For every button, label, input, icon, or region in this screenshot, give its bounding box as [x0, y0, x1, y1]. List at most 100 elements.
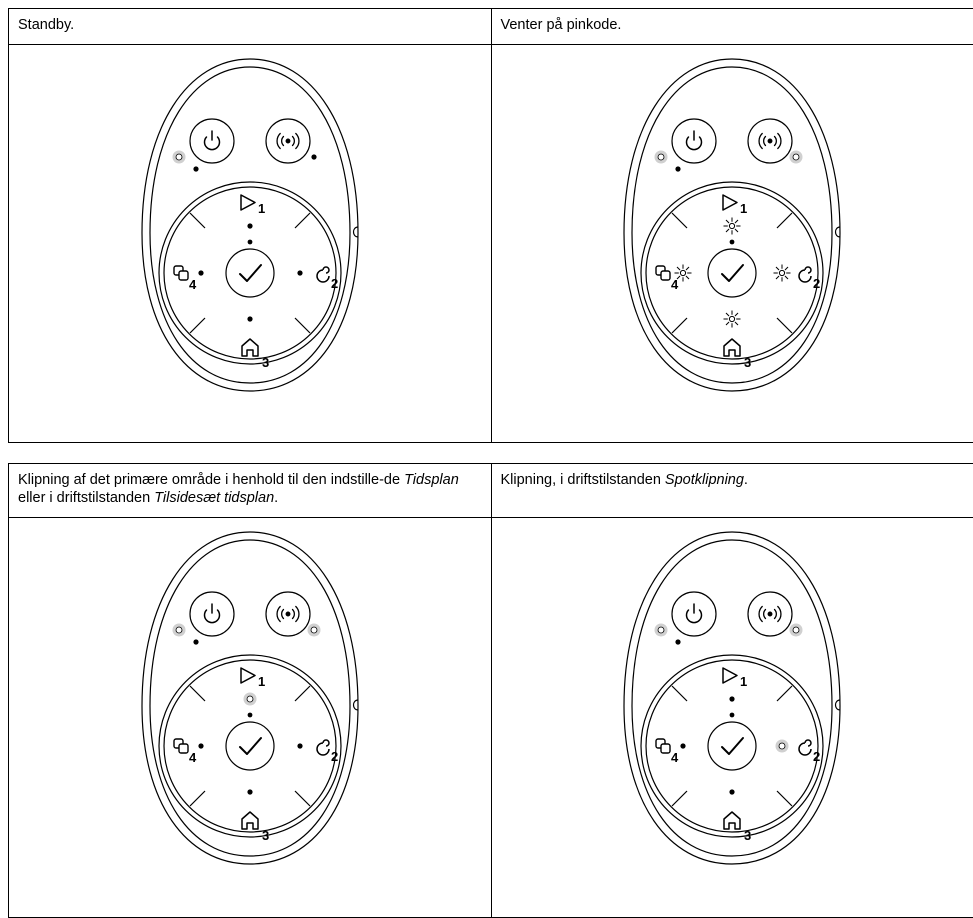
keypad-dividers	[189, 212, 311, 334]
mode4-led	[198, 270, 204, 276]
connect-led	[307, 623, 321, 637]
caption-text: .	[743, 472, 748, 488]
keypad-inner-ring	[645, 186, 819, 360]
wireless-icon	[758, 605, 782, 623]
button-number-mode2: 2	[331, 276, 338, 291]
led-lit	[792, 626, 800, 634]
power-indicator-dot	[675, 639, 681, 645]
start-led	[243, 692, 257, 706]
caption-text: .	[274, 490, 279, 506]
keypad-outer-ring	[640, 181, 824, 365]
caption-text: Standby.	[18, 17, 75, 33]
home-led	[729, 789, 735, 795]
side-notch	[835, 226, 841, 238]
caption-emphasis: Spotklipning	[664, 472, 744, 488]
start-led	[723, 217, 741, 235]
start-led	[729, 696, 735, 702]
side-notch	[352, 226, 358, 238]
connect-button	[747, 118, 793, 164]
power-led	[654, 150, 668, 164]
keypad-outer-ring	[158, 654, 342, 838]
caption-emphasis: Tidsplan	[404, 472, 459, 488]
housing-outline	[623, 58, 841, 392]
spiral-icon	[798, 266, 812, 283]
mode2-led	[775, 739, 789, 753]
keypad-inner-ring	[645, 659, 819, 833]
power-button	[671, 118, 717, 164]
play-icon	[722, 194, 738, 211]
home-icon	[241, 811, 259, 830]
housing-inner-outline	[149, 66, 351, 384]
led-flashing-icon	[773, 264, 791, 282]
connect-led	[789, 623, 803, 637]
connect-button	[265, 118, 311, 164]
button-number-mode2: 2	[813, 276, 820, 291]
button-number-home: 3	[262, 355, 269, 370]
caption-schedule-mowing: Klipning af det primære område i henhold…	[8, 463, 492, 518]
led-off	[247, 223, 253, 229]
power-button	[189, 591, 235, 637]
caption-emphasis: Tilsidesæt tidsplan	[154, 490, 275, 506]
housing-outline	[141, 531, 359, 865]
led-flashing-icon	[723, 217, 741, 235]
checkmark-icon	[721, 737, 745, 755]
power-icon	[686, 603, 703, 624]
button-number-mode4: 4	[671, 277, 679, 292]
caption-text: Klipning, i driftstilstanden	[500, 472, 665, 488]
center-led	[247, 712, 253, 718]
power-icon	[203, 603, 220, 624]
button-number-mode4: 4	[671, 750, 679, 765]
led-off	[247, 316, 253, 322]
center-led	[729, 712, 735, 718]
led-lit	[310, 626, 318, 634]
housing-inner-outline	[631, 66, 833, 384]
caption-text: eller i driftstilstanden	[18, 490, 155, 506]
led-off	[729, 696, 735, 702]
button-number-mode4: 4	[189, 277, 197, 292]
squares-icon	[173, 265, 189, 281]
play-icon	[722, 667, 738, 684]
button-number-home: 3	[262, 828, 269, 843]
mode2-led	[297, 270, 303, 276]
led-off	[729, 789, 735, 795]
led-off	[247, 789, 253, 795]
checkmark-icon	[238, 264, 262, 282]
button-number-home: 3	[744, 828, 751, 843]
connect-button	[265, 591, 311, 637]
housing-inner-outline	[149, 539, 351, 857]
led-lit	[657, 626, 665, 634]
keypad-outer-ring	[640, 654, 824, 838]
button-number-start: 1	[740, 674, 747, 689]
housing-outline	[141, 58, 359, 392]
connect-led	[789, 150, 803, 164]
spiral-icon	[798, 739, 812, 756]
mode4-led	[198, 743, 204, 749]
keypad-dividers	[189, 685, 311, 807]
play-icon	[240, 194, 256, 211]
keypad-outer-ring	[158, 181, 342, 365]
button-number-start: 1	[740, 201, 747, 216]
panel-cell-waiting-pin: 1 2 3 4	[490, 44, 973, 443]
led-flashing-icon	[674, 264, 692, 282]
housing-outline	[623, 531, 841, 865]
play-icon	[240, 667, 256, 684]
led-off	[680, 743, 686, 749]
keypad-inner-ring	[163, 186, 337, 360]
power-led	[654, 623, 668, 637]
keypad-illustration: 1 2 3 4	[623, 58, 841, 392]
wireless-icon	[758, 132, 782, 150]
wireless-icon	[276, 132, 300, 150]
led-off	[198, 270, 204, 276]
confirm-button	[225, 721, 275, 771]
power-icon	[203, 130, 220, 151]
home-led	[247, 789, 253, 795]
squares-icon	[173, 738, 189, 754]
power-button	[671, 591, 717, 637]
start-led	[247, 223, 253, 229]
power-indicator-dot	[193, 639, 199, 645]
button-number-home: 3	[744, 355, 751, 370]
